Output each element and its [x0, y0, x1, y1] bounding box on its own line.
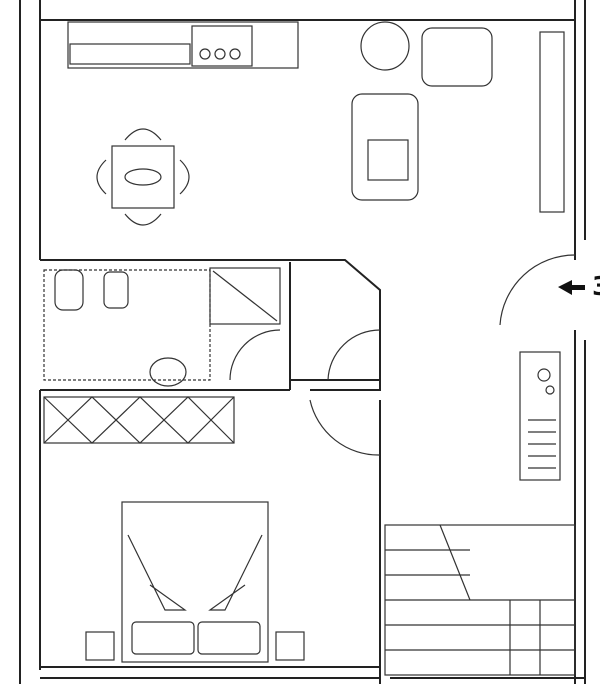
- living-furniture: [351, 21, 565, 213]
- stairs: [384, 524, 576, 676]
- doors: [309, 254, 576, 456]
- dining-table: [96, 128, 190, 226]
- wardrobe: [43, 396, 235, 444]
- entry-marker-label: 3: [592, 272, 600, 302]
- walls: [19, 0, 586, 684]
- bathroom: [43, 267, 281, 387]
- shelf-unit: [519, 351, 561, 481]
- kitchen-counter: [67, 21, 299, 69]
- bed: [85, 501, 305, 663]
- entry-arrow-icon: [558, 280, 585, 295]
